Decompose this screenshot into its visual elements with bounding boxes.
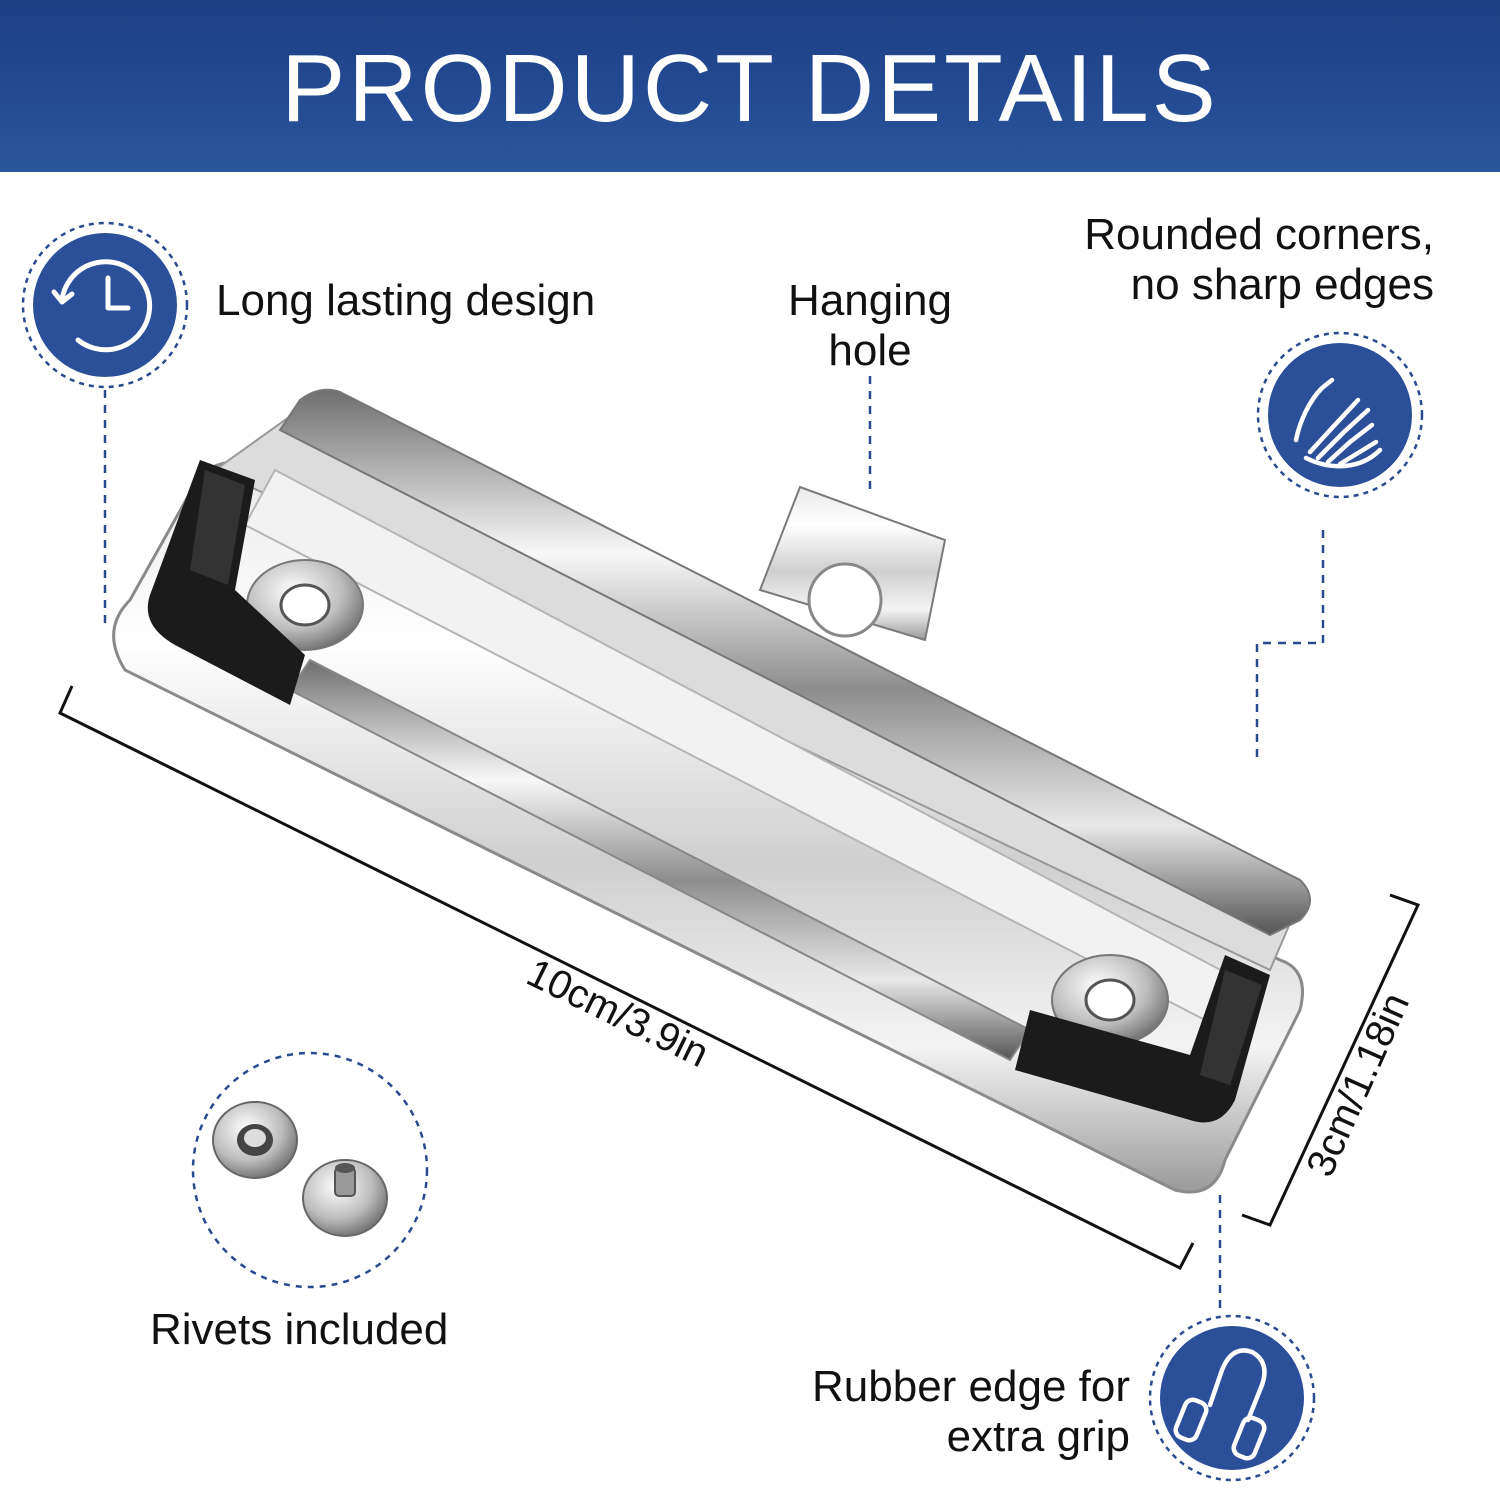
feature-rivets-label: Rivets included [150, 1305, 449, 1354]
hand-touch-icon [1293, 377, 1383, 469]
rounded-corners-line1: Rounded corners, [1084, 210, 1434, 259]
header-banner [0, 0, 1500, 172]
rubber-edge-icon-group [1148, 1314, 1316, 1482]
rounded-corners-line2: no sharp edges [1130, 260, 1434, 309]
hanging-hole-line1: Hanging [788, 276, 952, 325]
leader-line-rounded-corners [1255, 530, 1325, 760]
rubber-corner-left [147, 460, 305, 705]
rounded-corners-icon-group [1256, 331, 1424, 499]
width-dimension-line [1241, 893, 1421, 1227]
rivet-post-image [302, 1159, 388, 1237]
page-title: PRODUCT DETAILS [281, 35, 1219, 142]
rivets-image-group [191, 1051, 429, 1289]
rubber-edge-line2: extra grip [946, 1412, 1130, 1461]
width-dimension-label: 3cm/1.18in [1298, 986, 1418, 1183]
length-dimension-line [58, 685, 1195, 1270]
length-dimension-label: 10cm/3.9in [520, 951, 715, 1076]
feature-hanging-hole-label: Hanging hole [770, 276, 970, 376]
rubber-edge-line1: Rubber edge for [812, 1362, 1130, 1411]
hanging-hole-line2: hole [828, 326, 912, 375]
clock-history-icon [51, 259, 153, 353]
clipboard-clip-image [112, 388, 1311, 1194]
hand-gripper-icon [1173, 1348, 1267, 1461]
feature-rubber-edge-label: Rubber edge for extra grip [740, 1362, 1130, 1462]
feature-rounded-corners-label: Rounded corners, no sharp edges [1010, 210, 1434, 310]
rubber-corner-right [1015, 955, 1270, 1123]
feature-long-lasting-label: Long lasting design [216, 276, 596, 325]
rivet-image [212, 1101, 298, 1179]
long-lasting-icon-group [21, 221, 189, 389]
